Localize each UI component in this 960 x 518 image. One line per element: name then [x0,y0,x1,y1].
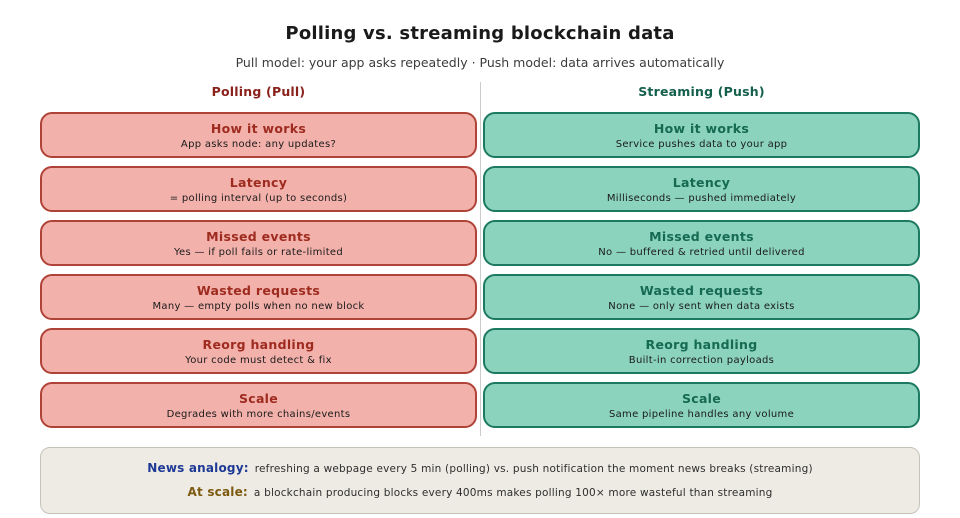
column-header-polling: Polling (Pull) [211,84,306,99]
card-title: Wasted requests [196,282,321,298]
card-title: Latency [672,174,731,190]
card-title: How it works [653,120,750,136]
card-polling-scale: Scale Degrades with more chains/events [40,382,477,428]
card-detail: Same pipeline handles any volume [608,408,795,420]
card-title: How it works [210,120,307,136]
column-divider [480,82,481,436]
card-streaming-scale: Scale Same pipeline handles any volume [483,382,920,428]
footer-note-box: News analogy: refreshing a webpage every … [40,447,920,514]
card-title: Scale [681,390,722,406]
card-detail: Service pushes data to your app [615,138,788,150]
card-title: Reorg handling [645,336,758,352]
card-title: Reorg handling [202,336,315,352]
comparison-grid: Polling (Pull) How it works App asks nod… [40,82,920,436]
card-title: Latency [229,174,288,190]
column-header-streaming: Streaming (Push) [638,84,765,99]
card-detail: App asks node: any updates? [180,138,337,150]
card-title: Missed events [206,228,311,244]
card-title: Wasted requests [639,282,764,298]
news-analogy-text: refreshing a webpage every 5 min (pollin… [254,463,813,475]
page-subtitle: Pull model: your app asks repeatedly · P… [235,55,725,70]
at-scale-line: At scale: a blockchain producing blocks e… [51,481,909,505]
card-detail: Many — empty polls when no new block [152,300,365,312]
card-streaming-wasted-requests: Wasted requests None — only sent when da… [483,274,920,320]
card-polling-how-it-works: How it works App asks node: any updates? [40,112,477,158]
card-detail: Degrades with more chains/events [166,408,351,420]
card-polling-wasted-requests: Wasted requests Many — empty polls when … [40,274,477,320]
card-title: Missed events [649,228,754,244]
card-detail: Milliseconds — pushed immediately [606,192,797,204]
card-polling-reorg-handling: Reorg handling Your code must detect & f… [40,328,477,374]
card-detail: Your code must detect & fix [185,354,332,366]
card-streaming-latency: Latency Milliseconds — pushed immediatel… [483,166,920,212]
at-scale-label: At scale: [187,485,248,499]
card-detail: Yes — if poll fails or rate-limited [173,246,344,258]
at-scale-text: a blockchain producing blocks every 400m… [253,487,773,499]
card-title: Scale [238,390,279,406]
column-streaming: Streaming (Push) How it works Service pu… [483,84,920,428]
column-polling: Polling (Pull) How it works App asks nod… [40,84,477,428]
card-polling-latency: Latency = polling interval (up to second… [40,166,477,212]
news-analogy-line: News analogy: refreshing a webpage every … [51,457,909,481]
page-title: Polling vs. streaming blockchain data [285,23,675,44]
news-analogy-label: News analogy: [147,461,249,475]
card-detail: Built-in correction payloads [628,354,775,366]
card-streaming-missed-events: Missed events No — buffered & retried un… [483,220,920,266]
card-streaming-reorg-handling: Reorg handling Built-in correction paylo… [483,328,920,374]
card-detail: No — buffered & retried until delivered [598,246,805,258]
card-detail: None — only sent when data exists [608,300,795,312]
card-polling-missed-events: Missed events Yes — if poll fails or rat… [40,220,477,266]
card-streaming-how-it-works: How it works Service pushes data to your… [483,112,920,158]
card-detail: = polling interval (up to seconds) [169,192,348,204]
